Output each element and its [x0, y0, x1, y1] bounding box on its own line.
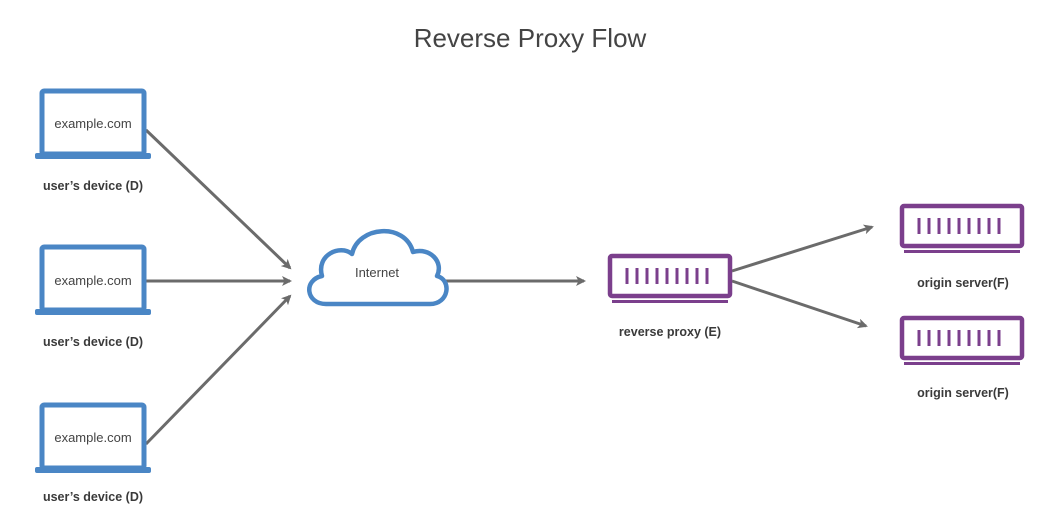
cloud-icon: [307, 228, 449, 307]
device-label: user’s device (D): [43, 335, 143, 349]
device-screen-url: example.com: [54, 273, 131, 288]
laptop-icon: [35, 244, 151, 315]
laptop-icon: [35, 402, 151, 473]
reverse-proxy-label: reverse proxy (E): [619, 325, 721, 339]
server-icon: [899, 203, 1025, 253]
user-device-1: example.com user’s device (D): [35, 88, 151, 193]
server-icon: [607, 253, 733, 303]
device-screen-url: example.com: [54, 430, 131, 445]
laptop-icon: [35, 88, 151, 159]
internet-label: Internet: [355, 265, 399, 280]
origin-server-1: origin server(F): [899, 203, 1025, 290]
arrow-device3-to-internet: [144, 294, 292, 446]
device-label: user’s device (D): [43, 490, 143, 504]
arrow-device1-to-internet: [144, 128, 292, 270]
arrow-proxy-to-origin2: [731, 279, 868, 329]
user-device-2: example.com user’s device (D): [35, 244, 151, 349]
origin-server-2: origin server(F): [899, 315, 1025, 400]
reverse-proxy: reverse proxy (E): [607, 253, 733, 339]
arrow-proxy-to-origin1: [731, 224, 874, 273]
origin-server-label: origin server(F): [917, 276, 1009, 290]
device-label: user’s device (D): [43, 179, 143, 193]
internet-cloud: Internet: [307, 228, 449, 307]
user-device-3: example.com user’s device (D): [35, 402, 151, 504]
origin-server-label: origin server(F): [917, 386, 1009, 400]
diagram-title: Reverse Proxy Flow: [414, 23, 647, 53]
device-screen-url: example.com: [54, 116, 131, 131]
server-icon: [899, 315, 1025, 365]
flow-arrows: [144, 128, 874, 446]
